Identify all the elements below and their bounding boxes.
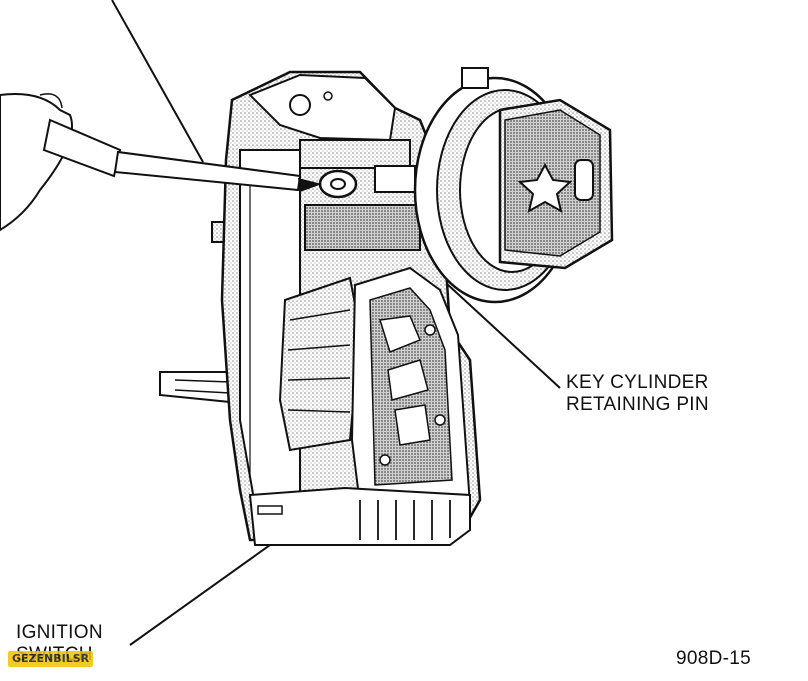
ignition-switch-label-line1: IGNITION	[16, 622, 103, 643]
gear-sector	[278, 276, 362, 452]
key-cylinder-label-line1: KEY CYLINDER	[566, 372, 709, 393]
leader-line-tool	[111, 0, 204, 163]
pentastar-emblem-icon	[517, 162, 573, 213]
hand-glove	[0, 93, 73, 232]
screwdriver-handle	[42, 118, 122, 178]
retaining-pin	[330, 178, 346, 190]
watermark-logo: GEZENBILSR	[8, 651, 94, 667]
figure-number: 908D-15	[676, 648, 751, 669]
bracket-hole	[289, 94, 311, 116]
upper-block	[299, 139, 411, 169]
connector-ribs	[359, 500, 451, 540]
key-cylinder-retaining-pin-label: KEY CYLINDER RETAINING PIN	[566, 372, 709, 416]
screwdriver-shaft	[113, 150, 302, 192]
top-bracket	[248, 73, 397, 142]
key-cylinder-label-line2: RETAINING PIN	[566, 394, 709, 415]
wire-harness	[159, 371, 231, 404]
